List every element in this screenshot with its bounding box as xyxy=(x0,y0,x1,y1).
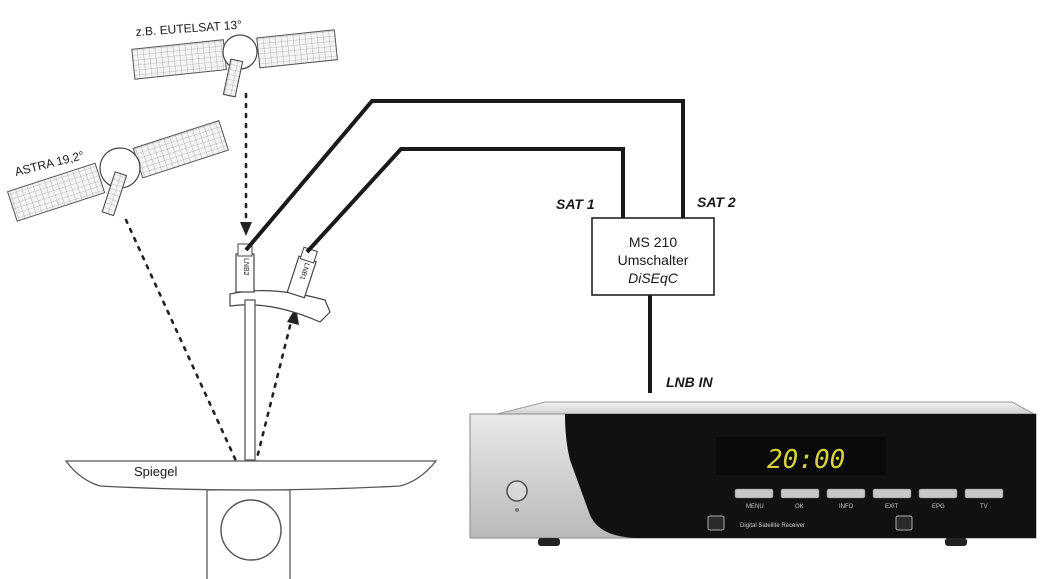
satellite-eutelsat xyxy=(131,29,338,98)
card-slot-left[interactable] xyxy=(707,515,725,531)
dish-assembly: LNB2 LNB1 xyxy=(229,243,331,461)
receiver-top xyxy=(496,401,1035,415)
receiver-button-tv[interactable] xyxy=(964,488,1004,499)
signal-mirror-to-lnb1 xyxy=(251,316,294,476)
receiver-display-window xyxy=(716,437,886,475)
satellite-astra xyxy=(6,119,230,222)
cables xyxy=(244,99,685,393)
receiver-button-label: MENU xyxy=(746,504,764,510)
receiver-button-label: EPG xyxy=(932,504,945,510)
switch-model: MS 210 xyxy=(629,234,677,250)
cable-label-sat1: SAT 1 xyxy=(556,196,595,212)
dish-base-hub xyxy=(220,499,282,561)
signal-paths xyxy=(124,92,294,476)
receiver-button-label: TV xyxy=(980,504,988,510)
receiver-foot-right xyxy=(945,538,967,546)
switch-box xyxy=(591,217,715,296)
satellite-antenna xyxy=(222,58,244,98)
satellite-label-eutelsat: z.B. EUTELSAT 13° xyxy=(135,18,242,39)
dish-mast xyxy=(244,299,256,461)
lnb1: LNB1 xyxy=(286,246,318,299)
receiver-button-label: OK xyxy=(795,504,804,510)
card-slot-right[interactable] xyxy=(895,515,913,531)
solar-panel-right xyxy=(132,119,230,179)
solar-panel-left xyxy=(6,162,106,222)
satellite-antenna xyxy=(101,171,128,217)
lnb2-label: LNB2 xyxy=(242,258,249,276)
receiver-button-info[interactable] xyxy=(826,488,866,499)
lnb2: LNB2 xyxy=(235,243,255,293)
receiver-button-epg[interactable] xyxy=(918,488,958,499)
receiver-button-ok[interactable] xyxy=(780,488,820,499)
arrowhead-lnb2 xyxy=(240,222,252,236)
receiver-power-button[interactable] xyxy=(506,480,528,502)
switch-protocol: DiSEqC xyxy=(628,270,679,286)
receiver-button-menu[interactable] xyxy=(734,488,774,499)
receiver-model-text: Digital Satellite Receiver xyxy=(740,523,805,529)
receiver-button-exit[interactable] xyxy=(872,488,912,499)
solar-panel-left xyxy=(131,39,227,80)
solar-panel-right xyxy=(256,29,338,69)
receiver-button-label: EXIT xyxy=(885,504,899,510)
cable-sat1 xyxy=(305,147,625,254)
mirror-reflector xyxy=(64,460,438,491)
receiver-display-time: 20:00 xyxy=(767,445,845,475)
cable-label-sat2: SAT 2 xyxy=(697,194,736,210)
receiver-button-row xyxy=(734,488,1004,499)
satellite-receiver: 20:00 MENU OK INFO EXIT EPG TV Digital S… xyxy=(469,401,1037,546)
cable-sat2 xyxy=(244,99,685,252)
mirror-label: Spiegel xyxy=(134,464,177,479)
signal-astra-to-mirror xyxy=(124,218,244,476)
receiver-front-panel xyxy=(565,414,1036,538)
receiver-power-indicator xyxy=(515,508,519,512)
switch-type: Umschalter xyxy=(618,252,689,268)
cable-label-lnb-in: LNB IN xyxy=(666,374,714,390)
receiver-button-label: INFO xyxy=(839,504,854,510)
receiver-button-labels: MENU OK INFO EXIT EPG TV xyxy=(746,504,988,510)
receiver-foot-left xyxy=(538,538,560,546)
dish-base xyxy=(206,490,291,579)
